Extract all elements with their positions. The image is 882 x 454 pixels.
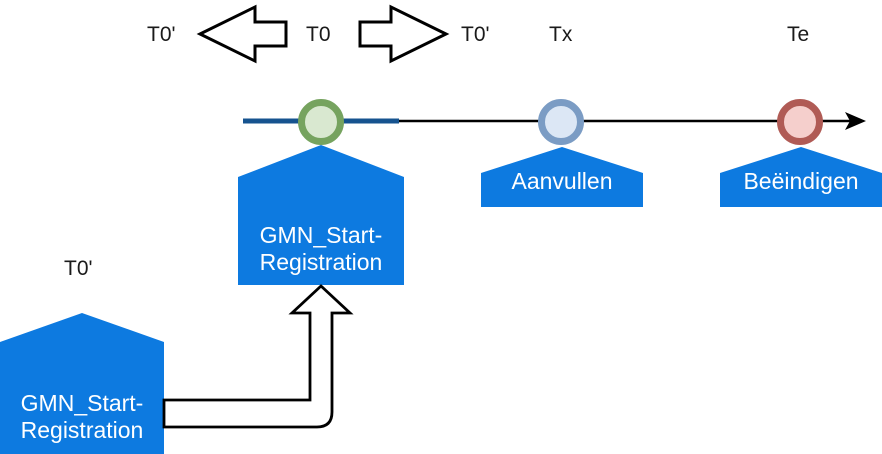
gmn-start-registration-origin-label: GMN_Start- Registration [0,390,164,443]
mid-node-circle[interactable] [538,99,584,145]
beeindigen-pentagon-shape [720,147,882,207]
label-te: Te [787,23,810,46]
gmn-start-registration-main-shape [238,145,404,285]
start-node-circle[interactable] [298,99,344,145]
aanvullen-label: Aanvullen [511,168,613,194]
gmn-main-line-1: GMN_Start- [259,222,383,248]
beeindigen-label: Beëindigen [743,168,859,194]
right-outline-arrow [358,4,450,64]
label-t0-prime-left: T0' [147,23,176,46]
label-t0-prime-right: T0' [461,23,490,46]
left-outline-arrow [196,4,288,64]
label-tx: Tx [549,23,573,46]
label-t0: T0 [306,23,331,46]
timeline-arrowhead-icon [845,112,866,130]
label-t0-prime-origin: T0' [64,257,93,280]
aanvullen-pentagon-shape [481,147,643,207]
gmn-start-registration-origin-shape [0,313,164,454]
gmn-origin-line-1: GMN_Start- [20,390,144,416]
gmn-origin-line-2: Registration [20,416,144,443]
end-node-circle[interactable] [777,99,823,145]
gmn-main-line-2: Registration [259,248,383,275]
gmn-start-registration-main-label: GMN_Start- Registration [238,222,404,275]
origin-to-main-connector [162,284,354,429]
